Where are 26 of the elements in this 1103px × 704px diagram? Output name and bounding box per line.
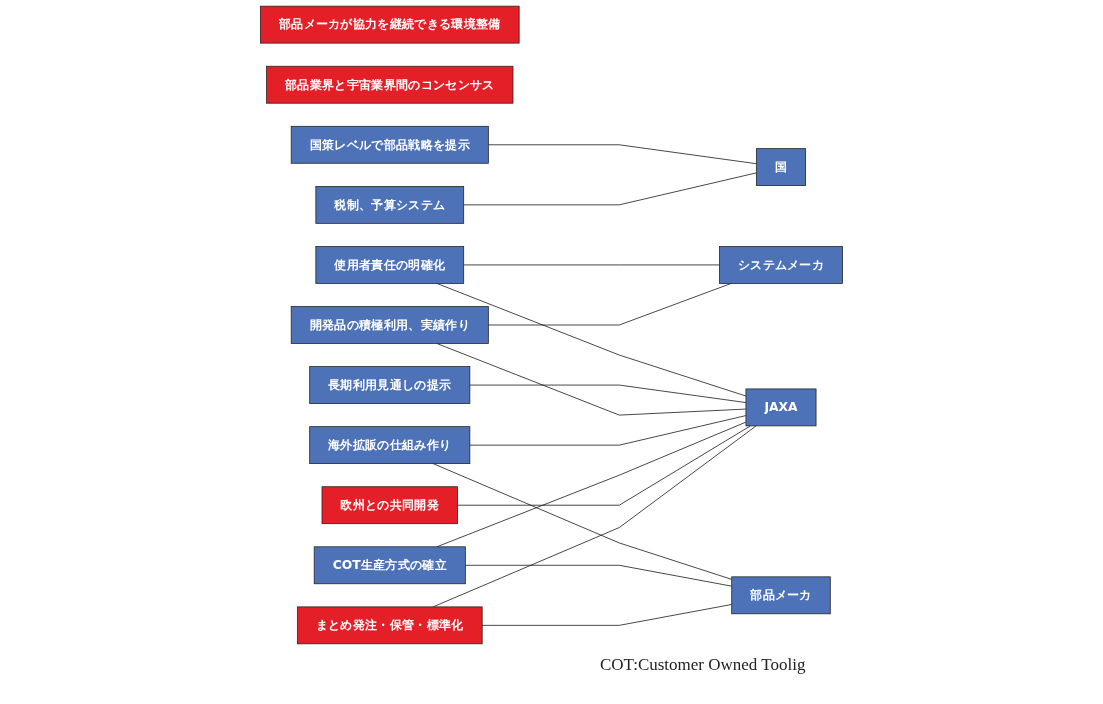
node-box: まとめ発注・保管・標準化 xyxy=(296,606,483,645)
connector xyxy=(463,264,720,266)
connector xyxy=(481,604,733,626)
node-box: COT生産方式の確立 xyxy=(313,546,466,585)
node-box: 長期利用見通しの提示 xyxy=(309,366,471,404)
node-box: 税制、予算システム xyxy=(315,186,465,224)
connector xyxy=(432,463,733,580)
connector xyxy=(469,384,747,403)
node-box: 開発品の積極利用、実績作り xyxy=(290,306,489,344)
node-box: システムメーカ xyxy=(719,246,843,284)
node-box: 国策レベルで部品戦略を提示 xyxy=(290,125,489,164)
node-box: 海外拡販の仕組み作り xyxy=(309,426,471,464)
connector xyxy=(464,564,733,587)
connector xyxy=(463,172,757,206)
node-box: 部品メーカ xyxy=(731,576,831,615)
connector xyxy=(469,415,747,446)
connector xyxy=(487,144,757,165)
node-box: 国 xyxy=(755,148,807,186)
node-box: 部品業界と宇宙業界間のコンセンサス xyxy=(266,65,514,104)
node-box: JAXA xyxy=(745,388,817,427)
connector xyxy=(432,425,757,608)
node-box: 使用者責任の明確化 xyxy=(315,246,465,284)
note-text: COT:Customer Owned Toolig xyxy=(600,655,806,675)
node-box: 部品メーカが協力を継続できる環境整備 xyxy=(260,5,520,44)
node-box: 欧州との共同開発 xyxy=(321,486,458,525)
connector xyxy=(457,425,751,506)
